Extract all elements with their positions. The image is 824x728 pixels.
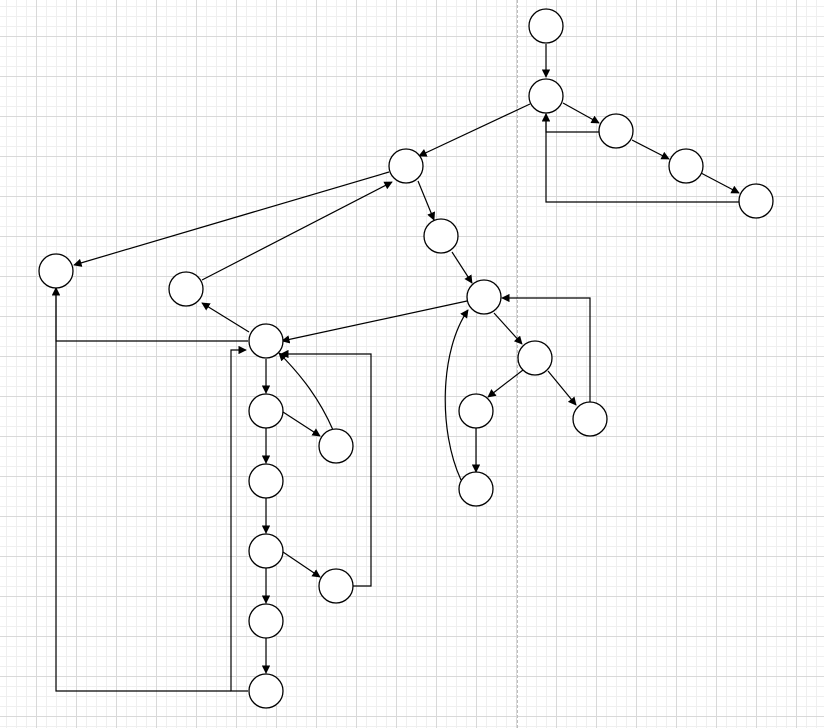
edge-n14-n10-loop[interactable]	[501, 293, 591, 402]
node-20[interactable]	[318, 568, 354, 604]
edge-n22-n11-loop[interactable]	[230, 345, 248, 692]
edge-n20-n11-loop[interactable]	[280, 349, 372, 587]
node-22[interactable]	[248, 673, 284, 709]
edge-n3-n4[interactable]	[631, 139, 670, 160]
edge-n2-n3[interactable]	[562, 102, 600, 124]
edges	[51, 44, 740, 692]
node-18[interactable]	[248, 463, 284, 499]
edge-n12-n14[interactable]	[547, 370, 577, 406]
edge-n4-n5[interactable]	[700, 172, 740, 194]
edge-n3-n2-loop[interactable]	[541, 113, 599, 133]
node-10[interactable]	[466, 279, 502, 315]
node-1[interactable]	[528, 8, 564, 44]
node-5[interactable]	[738, 183, 774, 219]
node-4[interactable]	[668, 148, 704, 184]
edge-n22-n7-loop[interactable]	[51, 287, 231, 692]
edge-n19-n20[interactable]	[282, 551, 321, 578]
node-6[interactable]	[388, 148, 424, 184]
node-13[interactable]	[458, 393, 494, 429]
node-7[interactable]	[38, 253, 74, 289]
edge-n15-n10-curve[interactable]	[444, 309, 469, 481]
node-12[interactable]	[517, 340, 553, 376]
node-19[interactable]	[248, 533, 284, 569]
edge-n11-n8[interactable]	[201, 302, 250, 333]
node-15[interactable]	[458, 471, 494, 507]
edge-n2-n6[interactable]	[418, 103, 531, 157]
edge-n8-n6[interactable]	[201, 181, 393, 281]
edge-n6-n9[interactable]	[417, 180, 436, 221]
node-9[interactable]	[423, 218, 459, 254]
node-17[interactable]	[318, 428, 354, 464]
edge-n9-n10[interactable]	[451, 251, 473, 284]
node-3[interactable]	[598, 113, 634, 149]
edge-n16-n17[interactable]	[282, 411, 321, 437]
node-2[interactable]	[528, 78, 564, 114]
nodes	[38, 8, 774, 709]
edge-n12-n13[interactable]	[487, 369, 524, 398]
edge-n17-n11-curve[interactable]	[278, 352, 334, 431]
edge-n10-n12[interactable]	[493, 312, 523, 345]
edge-n5-n2-loop[interactable]	[541, 113, 739, 203]
edge-n11-n7[interactable]	[51, 287, 248, 342]
node-11[interactable]	[248, 323, 284, 359]
node-16[interactable]	[248, 393, 284, 429]
edge-n6-n7[interactable]	[73, 171, 390, 267]
edge-n10-n11[interactable]	[281, 300, 468, 344]
page-break-line	[517, 0, 518, 728]
node-8[interactable]	[168, 271, 204, 307]
node-14[interactable]	[572, 401, 608, 437]
node-21[interactable]	[248, 603, 284, 639]
